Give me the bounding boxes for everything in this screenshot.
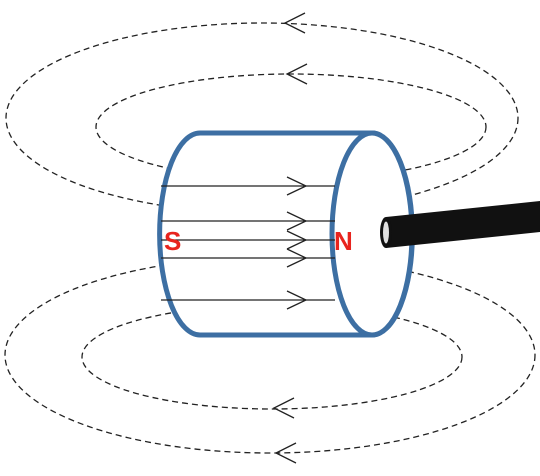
- arrowhead-right-icon: [286, 176, 308, 196]
- south-pole-label: S: [164, 226, 181, 256]
- arrowhead-left-icon: [283, 12, 306, 34]
- external-arrowheads: [272, 12, 308, 464]
- arrowhead-right-icon: [286, 290, 308, 310]
- probe-rod-tip-highlight: [383, 221, 389, 244]
- internal-arrowheads: [286, 176, 308, 310]
- arrowhead-left-icon: [274, 442, 297, 464]
- north-pole-label: N: [334, 226, 353, 256]
- field-line-lower-inner: [81, 304, 463, 410]
- arrowhead-right-icon: [286, 211, 308, 231]
- probe-rod: [380, 201, 540, 248]
- arrowhead-right-icon: [286, 248, 308, 268]
- arrowhead-left-icon: [285, 63, 308, 85]
- arrowhead-right-icon: [286, 230, 308, 250]
- arrowhead-left-icon: [272, 397, 295, 419]
- probe-rod-body: [386, 201, 540, 248]
